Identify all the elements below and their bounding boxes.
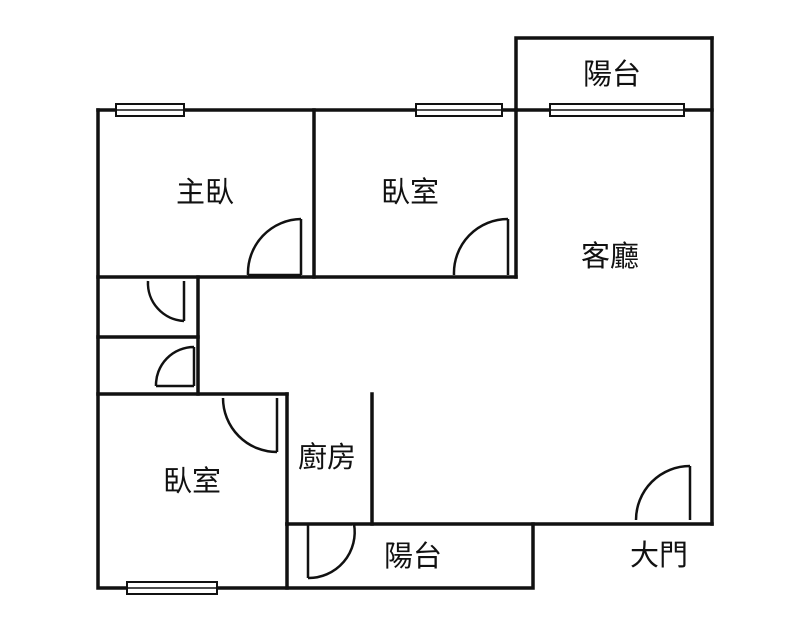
door-balcony-bottom <box>306 523 356 580</box>
balcony-bottom-walls <box>285 522 535 590</box>
window-master-bedroom <box>115 103 185 117</box>
window-bedroom-bottom <box>126 581 218 595</box>
outer-walls <box>96 36 714 590</box>
room-label-master-bedroom: 主臥 <box>176 175 234 209</box>
door-storage-lower <box>154 345 196 388</box>
interior-walls <box>96 108 518 526</box>
label-main-door: 大門 <box>630 538 688 572</box>
room-label-balcony-bottom: 陽台 <box>384 539 442 573</box>
door-storage-upper <box>146 280 186 323</box>
room-label-bedroom-bottom: 臥室 <box>163 464 221 498</box>
room-label-bedroom-top: 臥室 <box>381 175 439 209</box>
door-bedroom-bottom <box>221 397 279 454</box>
window-living-room <box>549 103 685 117</box>
balcony-top-walls <box>514 36 714 112</box>
room-label-balcony-top: 陽台 <box>583 57 641 91</box>
window-bedroom-top <box>415 103 503 117</box>
door-master-bedroom <box>246 217 303 277</box>
room-label-living-room: 客廳 <box>581 239 639 273</box>
door-bedroom-top <box>452 217 510 276</box>
door-main-entrance <box>634 464 692 521</box>
room-label-kitchen: 廚房 <box>298 440 356 474</box>
